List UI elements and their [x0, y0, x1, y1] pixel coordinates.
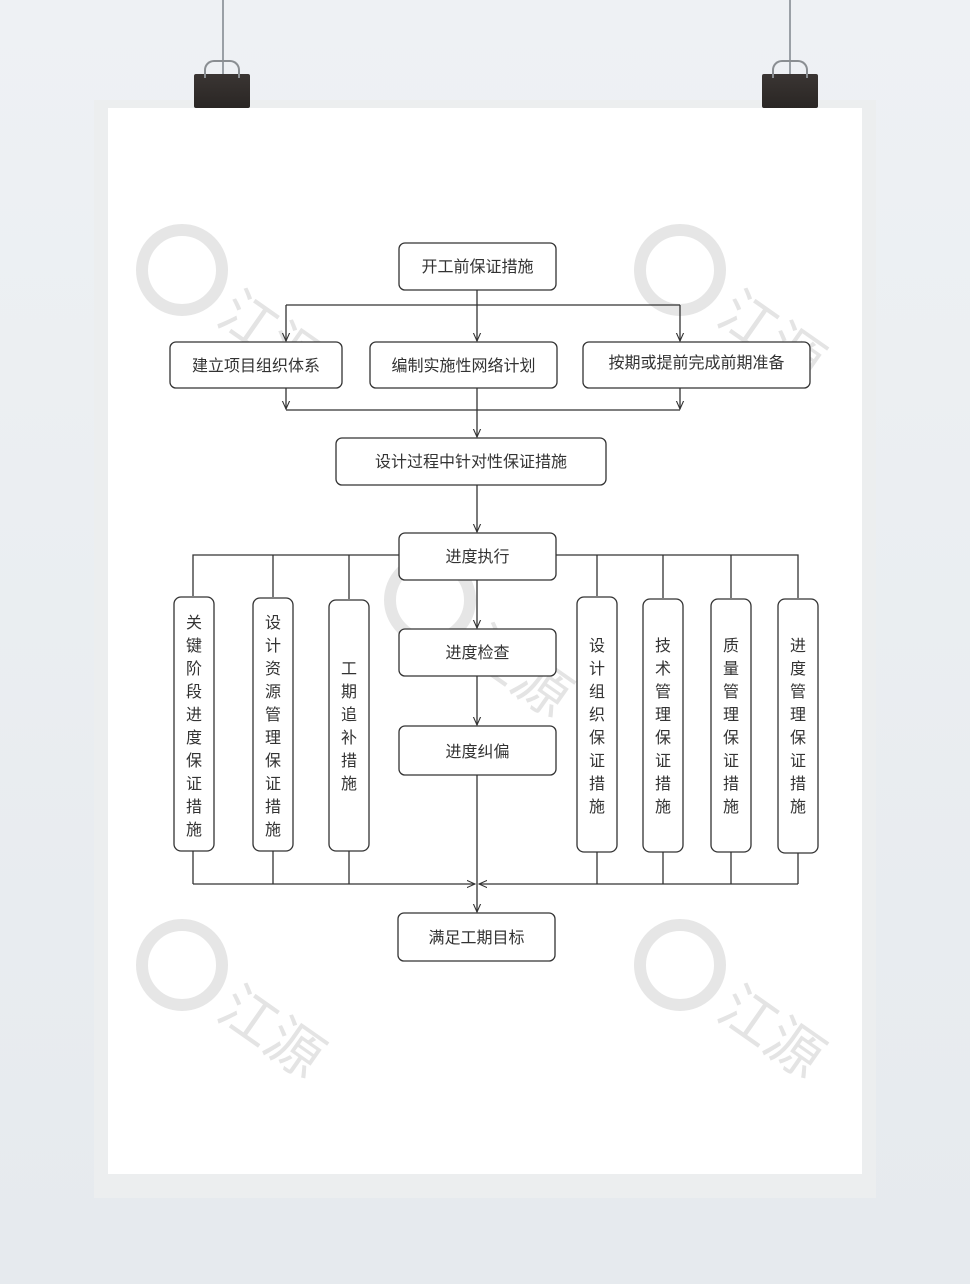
node-start: 开工前保证措施 [398, 242, 557, 291]
node-left-measure-2-label: 设计资源管理保证措施 [265, 613, 281, 839]
watermark-text: 江源 [706, 974, 835, 1091]
node-check-label: 进度检查 [445, 643, 509, 662]
hanging-wire-left [222, 0, 224, 80]
node-left-measure-3-label: 工期追补措施 [341, 659, 357, 793]
node-prep-3: 按期或提前完成前期准备 [582, 341, 811, 389]
binder-clip-left [194, 60, 250, 108]
node-right-measure-4: 进度管理保证措施 [777, 598, 819, 854]
connectors [192, 290, 799, 912]
node-right-measure-2-label: 技术管理保证措施 [655, 636, 671, 816]
node-prep-1: 建立项目组织体系 [169, 341, 343, 389]
binder-clip-right [762, 60, 818, 108]
node-right-measure-3: 质量管理保证措施 [710, 598, 752, 853]
hanging-wire-right [789, 0, 791, 80]
node-design-label: 设计过程中针对性保证措施 [375, 452, 567, 471]
node-start-label: 开工前保证措施 [421, 257, 533, 276]
node-correct: 进度纠偏 [398, 725, 557, 776]
node-prep-2-label: 编制实施性网络计划 [391, 356, 535, 375]
node-prep-2: 编制实施性网络计划 [369, 341, 558, 389]
node-execute: 进度执行 [398, 532, 557, 581]
node-right-measure-1-label: 设计组织保证措施 [589, 636, 605, 816]
node-prep-1-label: 建立项目组织体系 [192, 356, 320, 375]
node-design: 设计过程中针对性保证措施 [335, 437, 607, 486]
node-execute-label: 进度执行 [445, 547, 509, 566]
node-left-measure-3: 工期追补措施 [328, 599, 370, 852]
node-goal-label: 满足工期目标 [428, 928, 524, 947]
node-check: 进度检查 [398, 628, 557, 677]
node-right-measure-2: 技术管理保证措施 [642, 598, 684, 853]
node-left-measure-1-label: 关键阶段进度保证措施 [186, 613, 202, 839]
node-left-measure-1: 关键阶段进度保证措施 [173, 596, 215, 852]
watermark-text: 江源 [206, 974, 335, 1091]
node-left-measure-2: 设计资源管理保证措施 [252, 597, 294, 852]
watermark-bottom-left: 江源 [136, 919, 335, 1092]
node-goal: 满足工期目标 [397, 912, 556, 962]
node-right-measure-4-label: 进度管理保证措施 [790, 636, 806, 816]
node-right-measure-3-label: 质量管理保证措施 [723, 636, 739, 816]
line-execute-to-left1 [192, 554, 399, 596]
watermark-bottom-right: 江源 [634, 919, 835, 1092]
node-prep-3-label: 按期或提前完成前期准备 [608, 353, 784, 372]
node-correct-label: 进度纠偏 [445, 742, 509, 761]
line-execute-to-right4 [556, 554, 799, 598]
node-right-measure-1: 设计组织保证措施 [576, 596, 618, 853]
